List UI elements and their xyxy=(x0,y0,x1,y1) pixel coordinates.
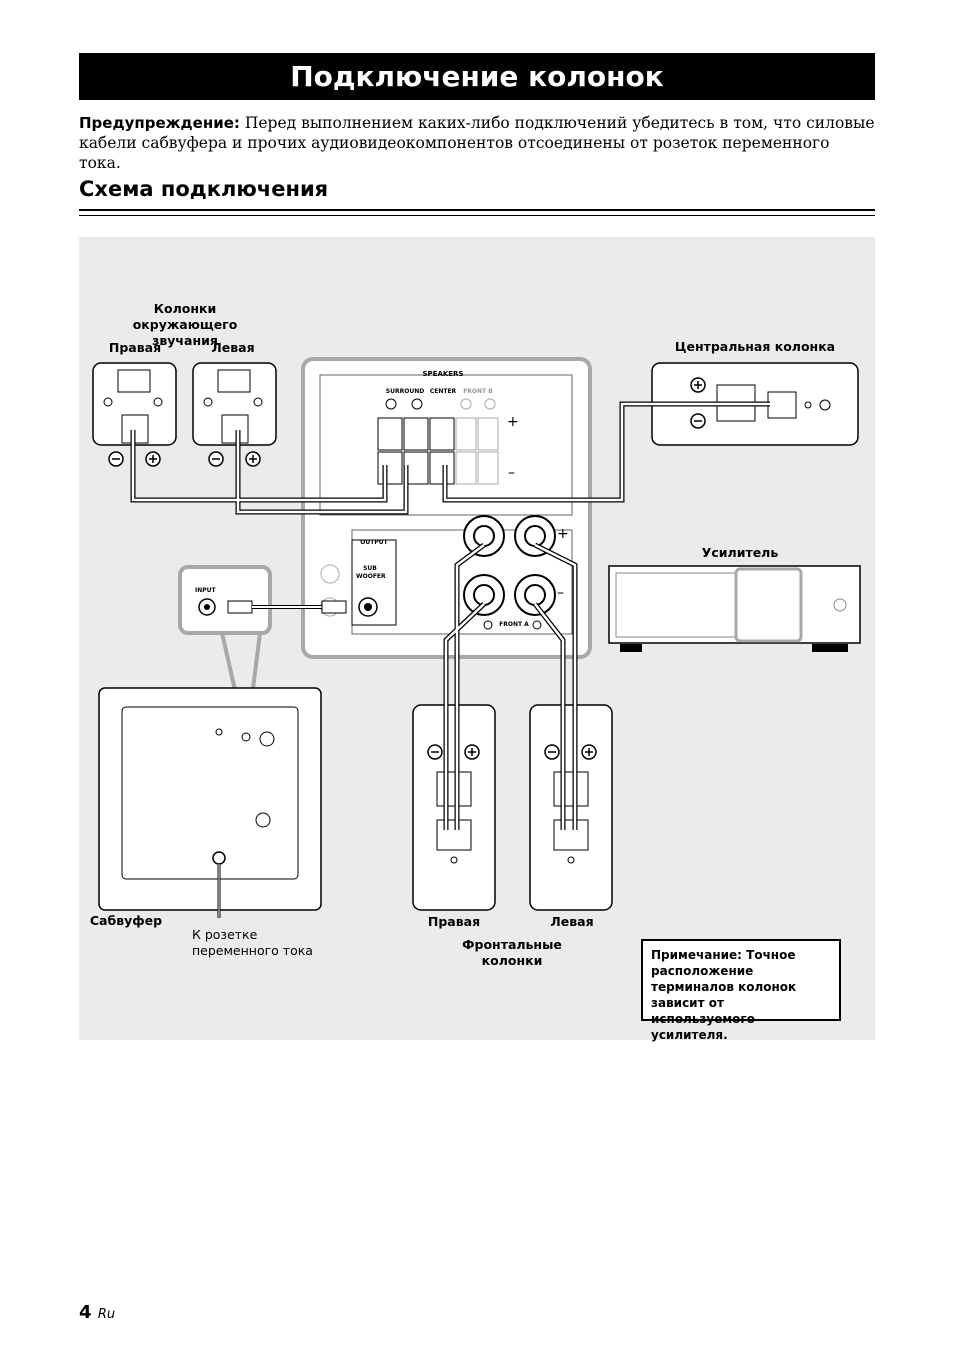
surround-left-label: Левая xyxy=(211,340,255,355)
panel-speakers-label: SPEAKERS xyxy=(422,370,464,378)
panel-plus-lower: + xyxy=(557,526,569,542)
panel-minus-upper: – xyxy=(508,465,515,481)
surround-speakers-label-line2: звучания xyxy=(152,333,218,348)
page-number: 4 Ru xyxy=(79,1302,115,1326)
page-title: Подключение колонок xyxy=(79,53,875,100)
amplifier-label: Усилитель xyxy=(701,545,779,560)
page-number-value: 4 xyxy=(79,1302,92,1323)
front-speakers-label-line2: колонки xyxy=(481,953,543,968)
subwoofer-input-callout xyxy=(178,565,347,713)
surround-right-speaker xyxy=(92,362,177,446)
panel-front-b-label: FRONT B xyxy=(463,388,493,395)
front-right-speaker xyxy=(412,704,496,911)
subwoofer-unit xyxy=(98,687,322,918)
subwoofer-label: Сабвуфер xyxy=(89,913,163,928)
surround-left-terminal-icons xyxy=(208,451,261,467)
front-right-label: Правая xyxy=(427,914,481,929)
panel-woofer-text: WOOFER xyxy=(356,573,386,580)
panel-plus-upper: + xyxy=(507,414,519,430)
front-a-binding-posts xyxy=(463,515,556,630)
warning-text: Перед выполнением каких-либо подключений… xyxy=(79,114,875,172)
front-left-speaker xyxy=(529,704,613,911)
surround-right-label: Правая xyxy=(108,340,162,355)
speaker-terminals xyxy=(377,398,499,485)
panel-center-label: CENTER xyxy=(429,388,457,395)
amplifier-rear-panel xyxy=(301,357,592,659)
surround-speakers-label-line1: Колонки окружающего xyxy=(132,301,238,332)
warning-paragraph: Предупреждение: Перед выполнением каких-… xyxy=(79,113,875,173)
section-rule xyxy=(79,209,875,211)
section-rule-thin xyxy=(79,215,875,216)
ac-outlet-label-line2: переменного тока xyxy=(192,943,313,958)
ac-outlet-label-line1: К розетке xyxy=(192,927,258,942)
ac-outlet-label: К розетке переменного тока xyxy=(192,927,342,959)
panel-surround-label: SURROUND xyxy=(385,388,425,395)
speaker-cables xyxy=(130,401,770,830)
callout-input-label: INPUT xyxy=(195,587,216,594)
panel-front-a-label: FRONT A xyxy=(499,621,529,628)
page-language: Ru xyxy=(97,1307,116,1322)
surround-left-speaker xyxy=(192,362,277,446)
center-speaker-label: Центральная колонка xyxy=(674,339,836,354)
amplifier-unit xyxy=(608,565,861,652)
surround-speakers-label: Колонки окружающего звучания xyxy=(100,301,270,349)
panel-output-label: OUTPUT xyxy=(360,539,388,546)
front-speakers-label-line1: Фронтальные xyxy=(462,937,562,952)
panel-sub-label: SUB WOOFER xyxy=(356,565,386,581)
panel-sub-text: SUB xyxy=(363,565,377,572)
front-left-label: Левая xyxy=(550,914,594,929)
note-box: Примечание: Точное расположение терминал… xyxy=(641,939,841,1042)
section-title: Схема подключения xyxy=(79,177,329,201)
front-speakers-label: Фронтальные колонки xyxy=(442,937,582,969)
surround-right-terminal-icons xyxy=(108,451,161,467)
panel-minus-lower: – xyxy=(557,585,564,601)
warning-label: Предупреждение: xyxy=(79,114,240,132)
